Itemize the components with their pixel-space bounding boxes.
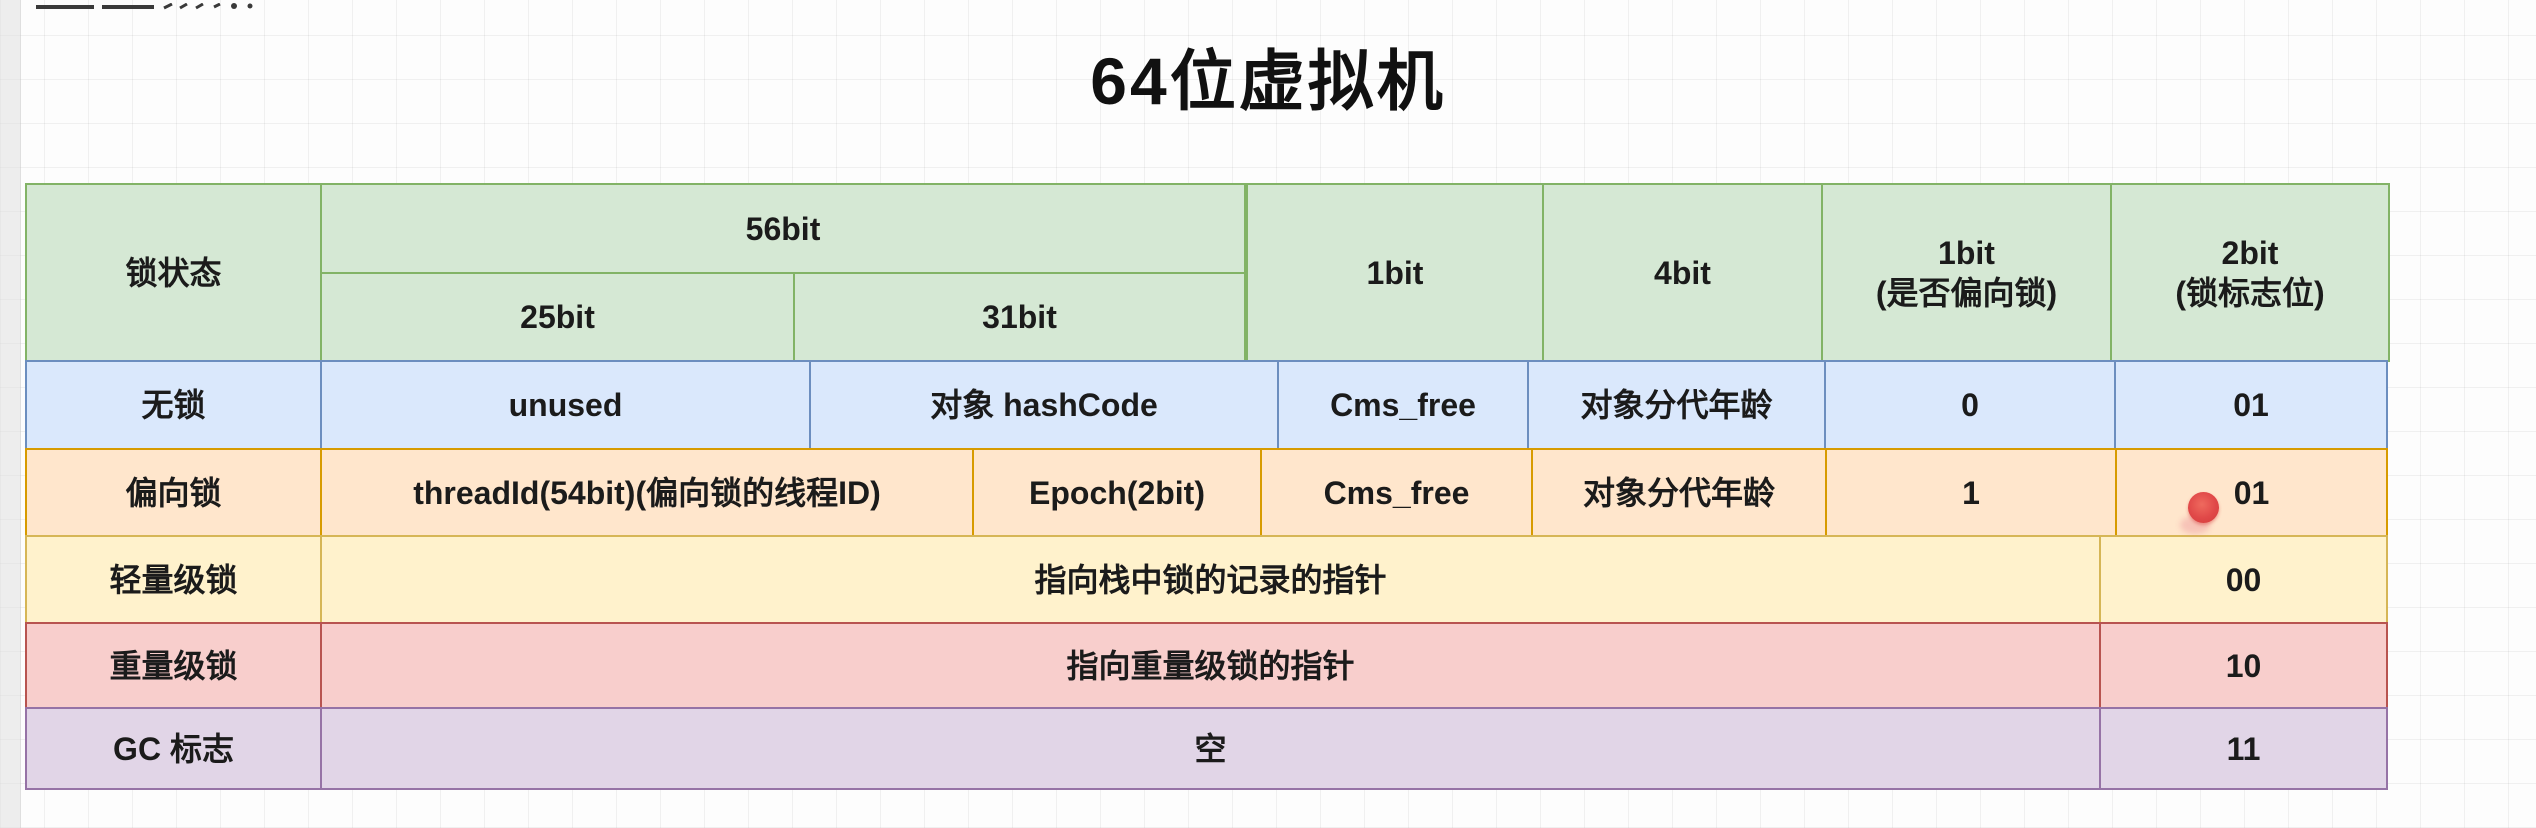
- cell-epoch: Epoch(2bit): [972, 448, 1262, 537]
- header-label: 锁状态: [125, 254, 222, 291]
- table-row-gc-mark: GC 标志 空 11: [25, 707, 2390, 790]
- table-row-biased-lock: 偏向锁 threadId(54bit)(偏向锁的线程ID) Epoch(2bit…: [25, 448, 2390, 537]
- header-cell-1bit-biased: 1bit (是否偏向锁): [1821, 183, 2112, 362]
- cell-lock-state: 无锁: [25, 360, 322, 450]
- cell-unused: unused: [320, 360, 811, 450]
- page-title: 64位虚拟机: [1090, 44, 1446, 118]
- header-label: 2bit: [2221, 234, 2279, 271]
- header-cell-1bit: 1bit: [1246, 183, 1544, 362]
- cell-lock-flag: 01: [2115, 448, 2388, 537]
- header-cell-lock-state: 锁状态: [25, 183, 322, 362]
- cell-lock-state: 偏向锁: [25, 448, 322, 537]
- header-cell-4bit: 4bit: [1542, 183, 1823, 362]
- canvas-left-gutter: [0, 0, 21, 828]
- cell-pointer-desc: 指向重量级锁的指针: [320, 622, 2101, 709]
- cell-cms-free: Cms_free: [1260, 448, 1533, 537]
- header-label: 31bit: [982, 299, 1057, 335]
- cell-gen-age: 对象分代年龄: [1531, 448, 1827, 537]
- table-row-no-lock: 无锁 unused 对象 hashCode Cms_free 对象分代年龄 0 …: [25, 360, 2390, 450]
- cell-lock-state: 轻量级锁: [25, 535, 322, 624]
- header-cell-25bit: 25bit: [320, 272, 795, 362]
- header-label: (锁标志位): [2175, 274, 2325, 311]
- header-label: 56bit: [745, 210, 821, 247]
- header-cell-2bit-flag: 2bit (锁标志位): [2110, 183, 2390, 362]
- cell-biased-flag: 0: [1824, 360, 2116, 450]
- cell-gen-age: 对象分代年龄: [1527, 360, 1826, 450]
- header-label: 1bit: [1938, 234, 1995, 271]
- cell-lock-state: GC 标志: [25, 707, 322, 790]
- cell-lock-flag: 10: [2099, 622, 2388, 709]
- cell-lock-flag: 01: [2114, 360, 2388, 450]
- header-label: 25bit: [520, 299, 595, 335]
- table-row-lightweight-lock: 轻量级锁 指向栈中锁的记录的指针 00: [25, 535, 2390, 624]
- laser-pointer-dot: [2188, 492, 2219, 523]
- cell-thread-id: threadId(54bit)(偏向锁的线程ID): [320, 448, 974, 537]
- header-label: 1bit: [1366, 254, 1424, 291]
- cell-lock-flag: 11: [2099, 707, 2388, 790]
- cell-lock-flag: 00: [2099, 535, 2388, 624]
- mark-word-table: 锁状态 56bit 25bit 31bit 1bit 4bit 1bit (是否…: [25, 183, 2390, 790]
- header-subrow: 25bit 31bit: [320, 272, 1246, 362]
- header-cell-56bit: 56bit: [320, 183, 1246, 274]
- cell-pointer-desc: 指向栈中锁的记录的指针: [320, 535, 2101, 624]
- cell-cms-free: Cms_free: [1277, 360, 1529, 450]
- cell-biased-flag: 1: [1825, 448, 2117, 537]
- cell-lock-state: 重量级锁: [25, 622, 322, 709]
- header-group-56bit: 56bit 25bit 31bit: [320, 183, 1246, 362]
- cell-hashcode: 对象 hashCode: [809, 360, 1279, 450]
- cell-pointer-desc: 空: [320, 707, 2101, 790]
- clipped-top-annotation: [34, 0, 264, 10]
- header-label: 4bit: [1654, 254, 1711, 291]
- table-header-row: 锁状态 56bit 25bit 31bit 1bit 4bit 1bit (是否…: [25, 183, 2390, 362]
- header-label: (是否偏向锁): [1875, 274, 2058, 311]
- header-cell-31bit: 31bit: [793, 272, 1246, 362]
- table-row-heavyweight-lock: 重量级锁 指向重量级锁的指针 10: [25, 622, 2390, 709]
